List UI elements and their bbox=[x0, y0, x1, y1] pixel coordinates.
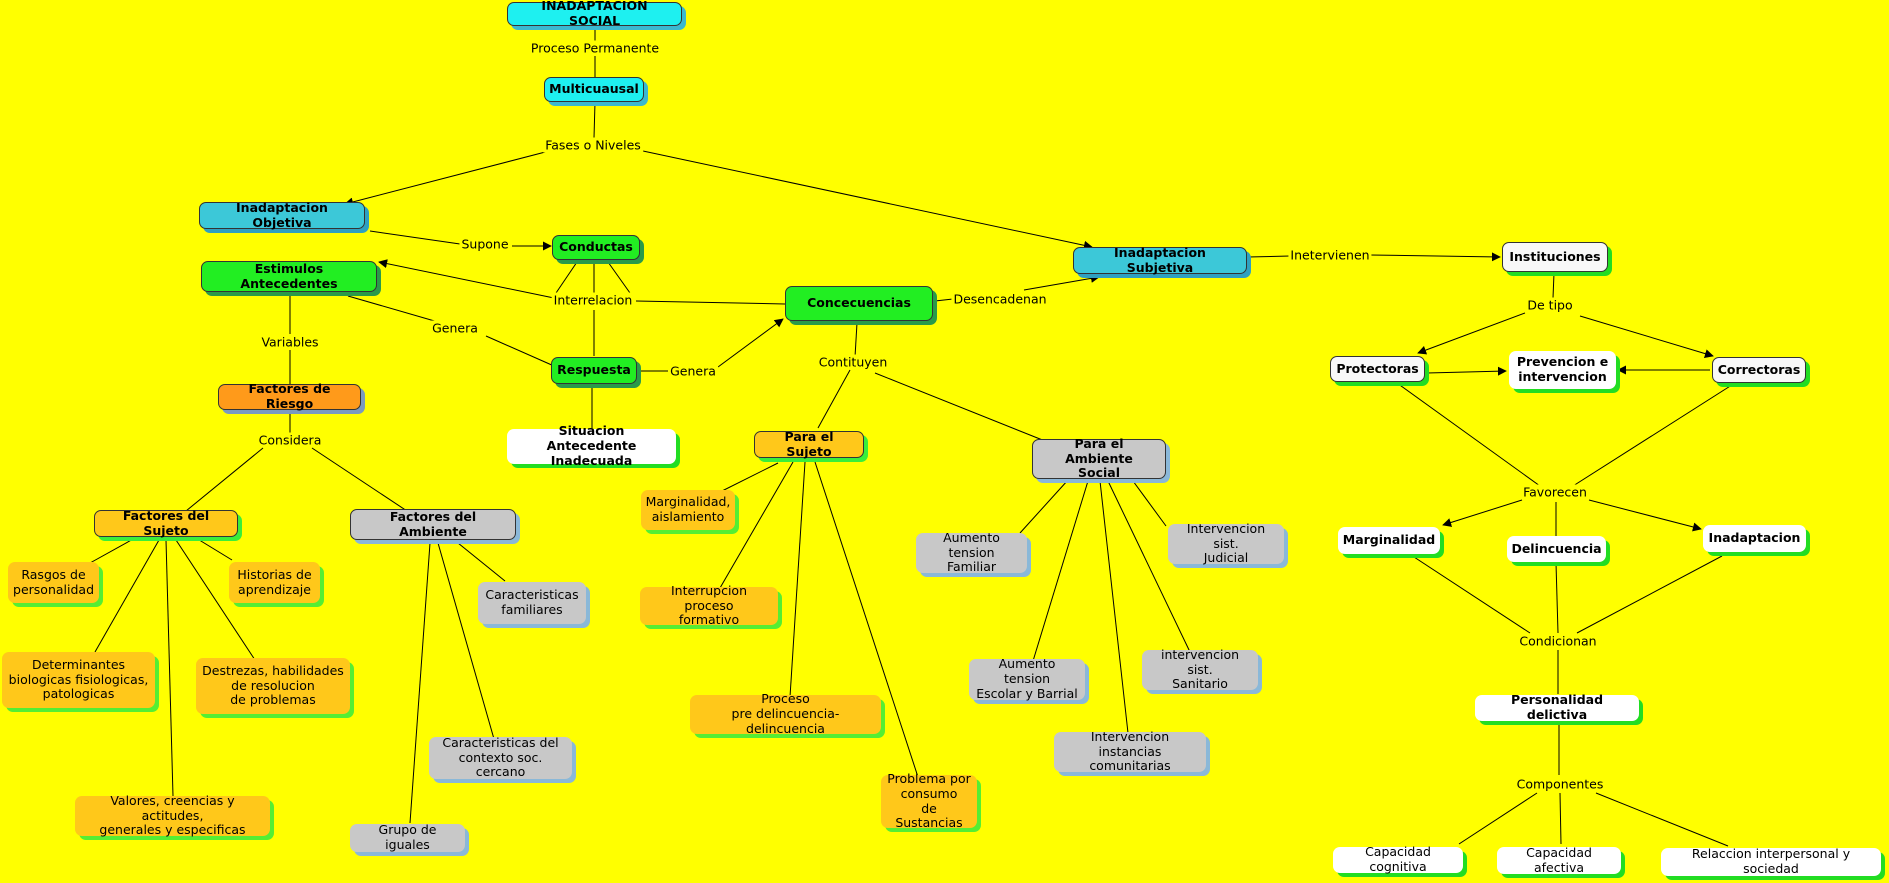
link-label-considera: Considera bbox=[256, 432, 324, 448]
node-respuesta[interactable]: Respuesta bbox=[551, 357, 637, 384]
node-correctoras[interactable]: Correctoras bbox=[1712, 357, 1806, 383]
node-factores-de-riesgo[interactable]: Factores de Riesgo bbox=[218, 381, 361, 411]
link-label-condicionan: Condicionan bbox=[1517, 633, 1599, 649]
node-proceso-pre-delincuencia[interactable]: Proceso pre delincuencia-delincuencia bbox=[690, 692, 881, 736]
node-inadaptacion-social[interactable]: INADAPTACION SOCIAL bbox=[507, 0, 682, 28]
node-aumento-tension-escolar[interactable]: Aumento tension Escolar y Barrial bbox=[969, 657, 1085, 701]
link-label-variables: Variables bbox=[259, 334, 321, 350]
node-interrupcion-proceso[interactable]: Interrupcion proceso formativo bbox=[640, 583, 778, 627]
node-inadaptacion[interactable]: Inadaptacion bbox=[1703, 525, 1806, 552]
node-capacidad-afectiva[interactable]: Capacidad afectiva bbox=[1497, 845, 1621, 874]
node-factores-del-ambiente[interactable]: Factores del Ambiente bbox=[350, 509, 516, 540]
node-rasgos-de-personalidad[interactable]: Rasgos de personalidad bbox=[8, 562, 99, 603]
node-personalidad-delictiva[interactable]: Personalidad delictiva bbox=[1475, 692, 1639, 722]
node-instituciones[interactable]: Instituciones bbox=[1502, 242, 1608, 272]
link-label-contituyen: Contituyen bbox=[816, 354, 890, 370]
node-protectoras[interactable]: Protectoras bbox=[1330, 356, 1425, 382]
node-marginalidad-aislamiento[interactable]: Marginalidad, aislamiento bbox=[641, 490, 735, 530]
node-situacion-antecedente[interactable]: Situacion Antecedente Inadecuada bbox=[507, 424, 676, 468]
node-grupo-de-iguales[interactable]: Grupo de iguales bbox=[350, 822, 465, 852]
node-valores-creencias[interactable]: Valores, creencias y actitudes, generale… bbox=[75, 793, 270, 837]
node-determinantes-biologicas[interactable]: Determinantes biologicas fisiologicas, p… bbox=[2, 652, 155, 708]
link-label-desencadenan: Desencadenan bbox=[951, 291, 1049, 307]
node-destrezas-habilidades[interactable]: Destrezas, habilidades de resolucion de … bbox=[196, 658, 350, 714]
node-aumento-tension-familiar[interactable]: Aumento tension Familiar bbox=[916, 530, 1027, 574]
node-inadaptacion-objetiva[interactable]: Inadaptacion Objetiva bbox=[199, 200, 365, 229]
link-label-genera-2: Genera bbox=[668, 363, 718, 379]
link-label-favorecen: Favorecen bbox=[1521, 484, 1589, 500]
link-label-supone: Supone bbox=[459, 236, 511, 252]
node-caracteristicas-familiares[interactable]: Caracteristicas familiares bbox=[478, 582, 586, 624]
link-label-fases-o-niveles: Fases o Niveles bbox=[543, 137, 643, 153]
link-label-inetervienen: Inetervienen bbox=[1288, 247, 1372, 263]
node-caracteristicas-contexto[interactable]: Caracteristicas del contexto soc. cercan… bbox=[429, 735, 572, 779]
link-label-de-tipo: De tipo bbox=[1525, 297, 1575, 313]
node-para-el-sujeto[interactable]: Para el Sujeto bbox=[754, 429, 864, 458]
node-intervencion-judicial[interactable]: Intervencion sist. Judicial bbox=[1168, 521, 1284, 565]
node-historias-de-aprendizaje[interactable]: Historias de aprendizaje bbox=[229, 562, 320, 603]
link-label-interrelacion: Interrelacion bbox=[551, 292, 635, 308]
node-estimulos-antecedentes[interactable]: Estimulos Antecedentes bbox=[201, 261, 377, 292]
node-prevencion-intervencion[interactable]: Prevencion e intervencion bbox=[1509, 351, 1616, 389]
node-relaccion-interpersonal[interactable]: Relaccion interpersonal y sociedad bbox=[1661, 846, 1881, 876]
node-factores-del-sujeto[interactable]: Factores del Sujeto bbox=[94, 508, 238, 537]
link-label-componentes: Componentes bbox=[1514, 776, 1606, 792]
node-conductas[interactable]: Conductas bbox=[552, 235, 640, 260]
node-intervencion-sanitario[interactable]: intervencion sist. Sanitario bbox=[1142, 647, 1258, 691]
node-multicuausal[interactable]: Multicuausal bbox=[544, 77, 644, 102]
link-label-proceso-permanente: Proceso Permanente bbox=[528, 40, 662, 56]
node-delincuencia[interactable]: Delincuencia bbox=[1507, 536, 1606, 562]
node-intervencion-comunitarias[interactable]: Intervencion instancias comunitarias bbox=[1054, 729, 1206, 773]
node-inadaptacion-subjetiva[interactable]: Inadaptacion Subjetiva bbox=[1073, 245, 1247, 274]
node-problema-consumo[interactable]: Problema por consumo de Sustancias bbox=[881, 771, 977, 830]
node-marginalidad[interactable]: Marginalidad bbox=[1338, 527, 1440, 554]
link-label-genera-1: Genera bbox=[430, 320, 480, 336]
node-para-el-ambiente-social[interactable]: Para el Ambiente Social bbox=[1032, 436, 1166, 480]
node-concecuencias[interactable]: Concecuencias bbox=[785, 286, 933, 321]
node-capacidad-cognitiva[interactable]: Capacidad cognitiva bbox=[1333, 844, 1463, 874]
